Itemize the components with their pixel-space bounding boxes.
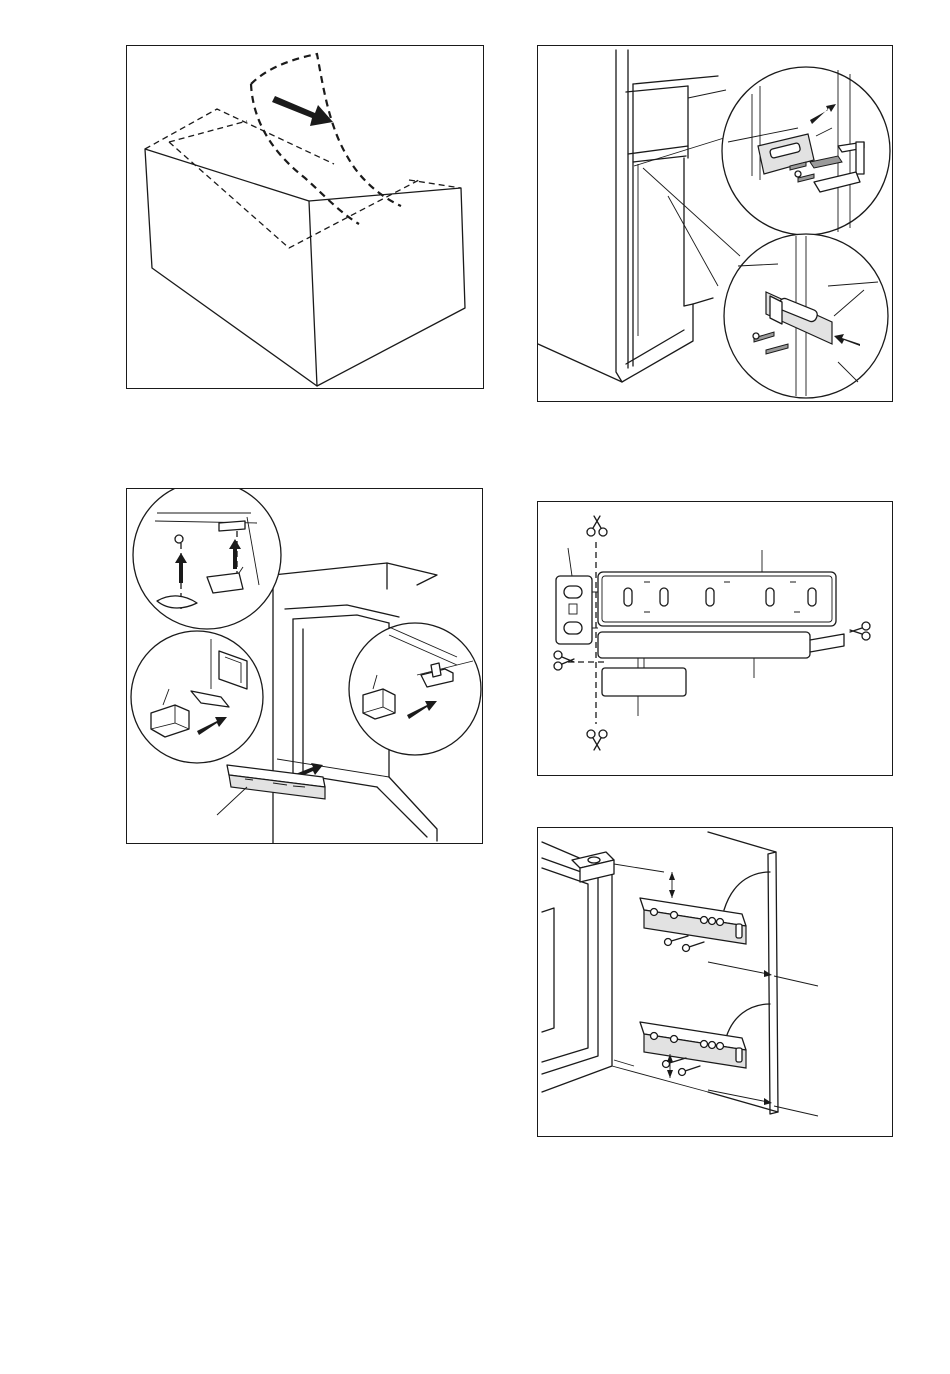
illustration-door-spacer-fitting (126, 488, 483, 844)
illustration-bracket-cutting (537, 501, 893, 776)
detail-circle-upper (722, 67, 890, 235)
illustration-packaging-removal (126, 45, 484, 389)
bracket-small-piece-drawing (602, 658, 686, 716)
arrow-icon (272, 96, 333, 126)
bracket-upper-drawing (640, 898, 746, 944)
detail-circle-lower (724, 234, 888, 398)
zoom-lines (634, 90, 740, 286)
mounting-hinge-drawing (572, 852, 664, 882)
illustration-door-bracket-mounting (537, 827, 893, 1137)
detail-circle-right (349, 623, 481, 755)
bracket-end-piece-drawing (556, 548, 598, 644)
detail-circle-mid-left (131, 631, 263, 763)
cabinet-drawing (538, 50, 718, 382)
detail-circle-top-left (133, 489, 281, 629)
box-drawing (145, 109, 465, 386)
bracket-large-drawing (598, 550, 836, 626)
illustration-hinge-bracket-fitting (537, 45, 893, 402)
appliance-door-drawing (542, 842, 612, 1092)
furniture-door-panel-drawing (612, 832, 778, 1114)
